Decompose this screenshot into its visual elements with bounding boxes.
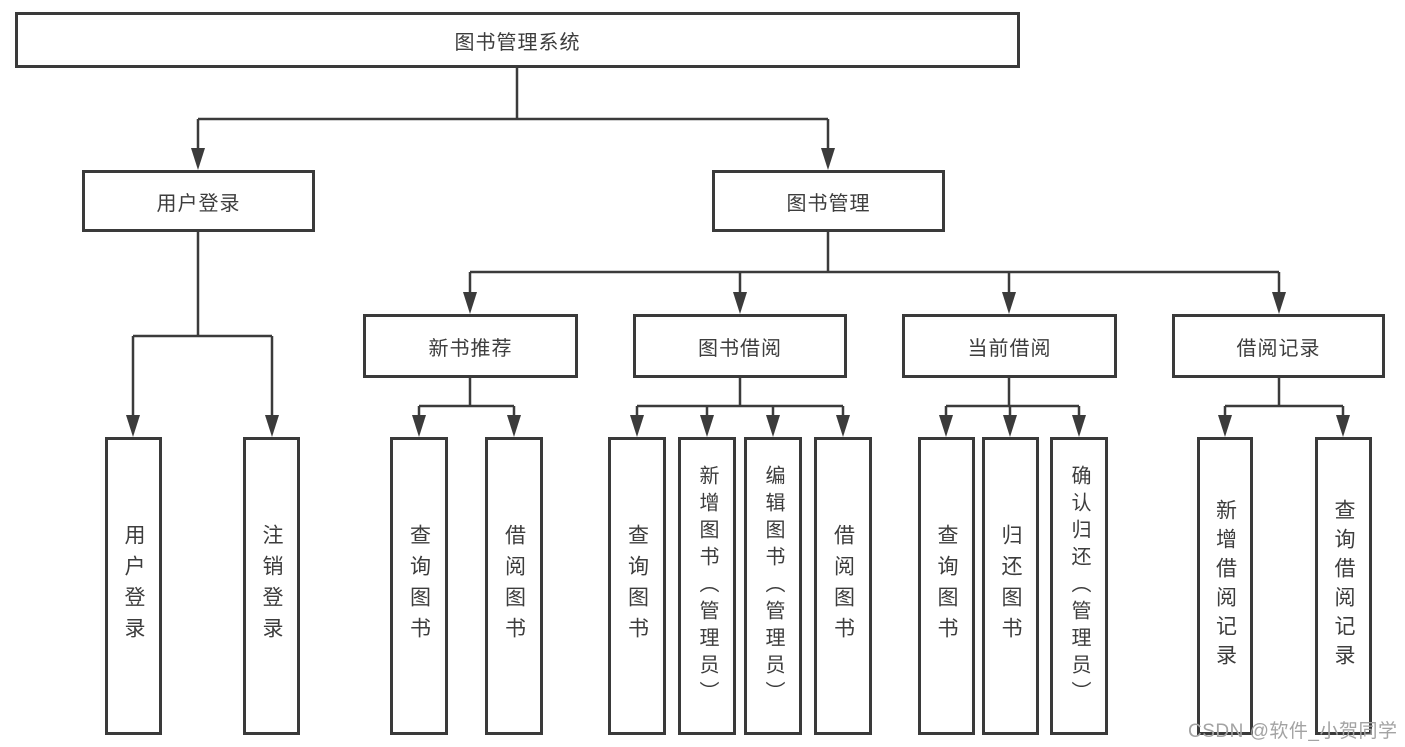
node-user-login-label: 用户登录 [156,192,241,215]
leaf-add-book-admin: 新增图书（管理员） [678,437,736,735]
node-book-borrow-label: 图书借阅 [698,337,782,360]
arrowheads [126,148,1350,437]
tree-edges [131,68,1345,423]
node-new-book-recommend-label: 新书推荐 [428,337,513,360]
leaf-user-login-label: 用户登录 [122,524,145,648]
leaf-current-query-books-label: 查询图书 [935,524,958,648]
node-book-management-label: 图书管理 [786,192,871,215]
leaf-logout: 注销登录 [243,437,300,735]
leaf-borrow-query-books: 查询图书 [608,437,666,735]
leaf-newbook-borrow-books-label: 借阅图书 [502,524,526,648]
node-borrow-record: 借阅记录 [1172,314,1385,378]
node-current-borrow: 当前借阅 [902,314,1117,378]
node-book-borrow: 图书借阅 [633,314,847,378]
leaf-newbook-query-books-label: 查询图书 [407,524,431,648]
leaf-query-borrow-record: 查询借阅记录 [1315,437,1372,735]
csdn-watermark: CSDN @软件_小贺同学 [1188,721,1398,742]
leaf-newbook-query-books: 查询图书 [390,437,448,735]
leaf-borrow-query-books-label: 查询图书 [625,524,649,648]
node-root-label: 图书管理系统 [454,31,581,54]
leaf-add-borrow-record-label: 新增借阅记录 [1213,499,1237,673]
leaf-return-books-label: 归还图书 [999,524,1022,648]
leaf-confirm-return-admin-label: 确认归还（管理员） [1068,464,1090,708]
leaf-query-borrow-record-label: 查询借阅记录 [1332,499,1355,673]
leaf-edit-book-admin: 编辑图书（管理员） [744,437,802,735]
node-root: 图书管理系统 [15,12,1020,68]
node-current-borrow-label: 当前借阅 [967,337,1052,360]
leaf-confirm-return-admin: 确认归还（管理员） [1050,437,1108,735]
leaf-edit-book-admin-label: 编辑图书（管理员） [762,464,784,708]
leaf-borrow-books-label: 借阅图书 [831,524,855,648]
leaf-add-book-admin-label: 新增图书（管理员） [696,464,718,708]
leaf-newbook-borrow-books: 借阅图书 [485,437,543,735]
node-borrow-record-label: 借阅记录 [1236,337,1321,360]
node-book-management: 图书管理 [712,170,945,232]
node-new-book-recommend: 新书推荐 [363,314,578,378]
leaf-logout-label: 注销登录 [260,524,283,648]
leaf-current-query-books: 查询图书 [918,437,975,735]
leaf-add-borrow-record: 新增借阅记录 [1197,437,1253,735]
node-user-login: 用户登录 [82,170,315,232]
leaf-borrow-books: 借阅图书 [814,437,872,735]
leaf-user-login: 用户登录 [105,437,162,735]
leaf-return-books: 归还图书 [982,437,1039,735]
